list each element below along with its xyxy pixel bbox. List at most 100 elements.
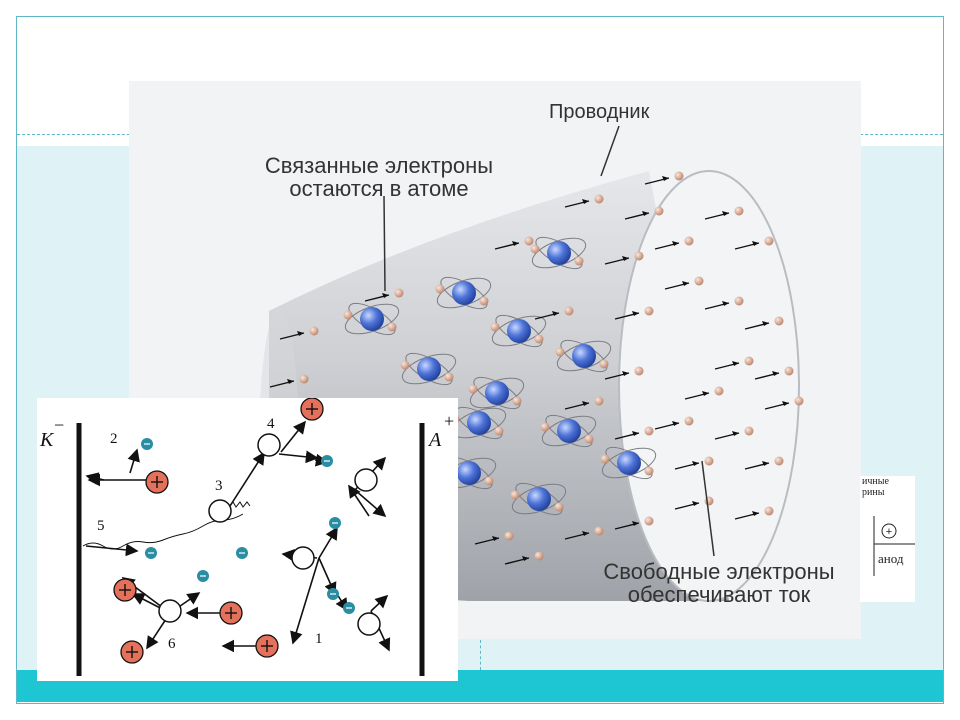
atom-nucleus xyxy=(485,381,509,405)
label-conductor: Проводник xyxy=(549,101,650,123)
bound-electron xyxy=(387,322,397,332)
free-electron xyxy=(494,236,534,250)
bound-electron xyxy=(599,359,609,369)
positive-ion xyxy=(300,397,324,421)
bound-electron xyxy=(574,256,584,266)
conductor-leader-line xyxy=(600,125,620,177)
bound-electron xyxy=(584,434,594,444)
bound-atoms xyxy=(343,236,657,516)
cropped-text-line1: ичные xyxy=(862,476,889,487)
atom xyxy=(510,482,567,516)
free-electron xyxy=(364,288,404,302)
free-electron xyxy=(534,306,574,320)
free-electron xyxy=(644,171,684,185)
label-number-1: 1 xyxy=(315,631,323,647)
electrons xyxy=(141,438,355,614)
atom-nucleus xyxy=(617,451,641,475)
cropped-text-line2: рины xyxy=(862,487,885,498)
electron xyxy=(327,588,339,600)
free-electron xyxy=(564,194,604,208)
bound-electron xyxy=(530,244,540,254)
cropped-plus-circle xyxy=(881,523,897,539)
label-number-2: 2 xyxy=(110,431,118,447)
free-electron xyxy=(764,396,804,410)
positive-ion xyxy=(120,640,144,664)
label-number-4: 4 xyxy=(267,416,275,432)
slide-placeholder-divider xyxy=(480,640,481,670)
atom-nucleus xyxy=(467,411,491,435)
free-electron xyxy=(744,456,784,470)
bound-electron xyxy=(444,372,454,382)
neutral-atom xyxy=(158,599,182,623)
bound-electron xyxy=(644,466,654,476)
free-electron xyxy=(734,236,774,250)
bound-electron xyxy=(484,476,494,486)
bound-electron xyxy=(468,384,478,394)
gas-ionization-diagram: K − A + 2 4 3 5 6 1 xyxy=(37,397,458,681)
label-bound-electrons-line2: остаются в атоме xyxy=(289,176,468,201)
atom xyxy=(540,414,597,448)
neutral-atom xyxy=(357,612,381,636)
atom-nucleus xyxy=(417,357,441,381)
free-electron xyxy=(614,516,654,530)
free-electron xyxy=(614,426,654,440)
bound-electron xyxy=(435,284,445,294)
free-electrons xyxy=(269,171,804,565)
atom-nucleus xyxy=(360,307,384,331)
atom xyxy=(490,314,547,348)
positive-ion xyxy=(145,470,169,494)
atom xyxy=(343,302,400,336)
bound-electron xyxy=(540,422,550,432)
positive-ion xyxy=(113,578,137,602)
atom-nucleus xyxy=(572,344,596,368)
bound-electron xyxy=(494,426,504,436)
atom xyxy=(468,376,525,410)
free-electron xyxy=(279,326,319,340)
free-electron xyxy=(604,251,644,265)
free-electron xyxy=(474,531,514,545)
free-electron xyxy=(704,206,744,220)
free-electron xyxy=(734,506,774,520)
atom xyxy=(435,276,492,310)
electron xyxy=(343,602,355,614)
label-free-electrons-line2: обеспечивают ток xyxy=(628,582,811,607)
bound-electron xyxy=(479,296,489,306)
bound-electron xyxy=(510,490,520,500)
free-electron xyxy=(684,386,724,400)
free-electron xyxy=(654,236,694,250)
positive-ion xyxy=(255,634,279,658)
atom-nucleus xyxy=(547,241,571,265)
positive-ion xyxy=(219,601,243,625)
neutral-atom xyxy=(354,468,378,492)
electron xyxy=(145,547,157,559)
bound-electron xyxy=(534,334,544,344)
free-electron xyxy=(624,206,664,220)
bound-electrons-leader-line xyxy=(383,195,386,292)
label-free-electrons-line1: Свободные электроны xyxy=(603,559,834,584)
bound-electron xyxy=(400,360,410,370)
free-electron xyxy=(744,316,784,330)
free-electron xyxy=(664,276,704,290)
atom-nucleus xyxy=(507,319,531,343)
atom-nucleus xyxy=(527,487,551,511)
bound-electron xyxy=(600,454,610,464)
conductor-end-face xyxy=(618,170,800,602)
free-electron xyxy=(704,296,744,310)
bound-electron xyxy=(554,502,564,512)
free-electrons-leader-line xyxy=(701,460,715,557)
cathode-label: K xyxy=(39,429,55,451)
free-electron xyxy=(269,374,309,388)
atom xyxy=(400,352,457,386)
atom-nucleus xyxy=(457,461,481,485)
free-electron xyxy=(504,551,544,565)
free-electron xyxy=(564,526,604,540)
cropped-diagram-fragment: ичные рины + анод xyxy=(860,476,915,602)
atom xyxy=(530,236,587,270)
electron xyxy=(236,547,248,559)
label-number-6: 6 xyxy=(168,636,176,652)
positive-ions xyxy=(113,397,324,664)
electron xyxy=(329,517,341,529)
atom xyxy=(555,339,612,373)
label-number-3: 3 xyxy=(215,478,223,494)
free-electron xyxy=(674,456,714,470)
